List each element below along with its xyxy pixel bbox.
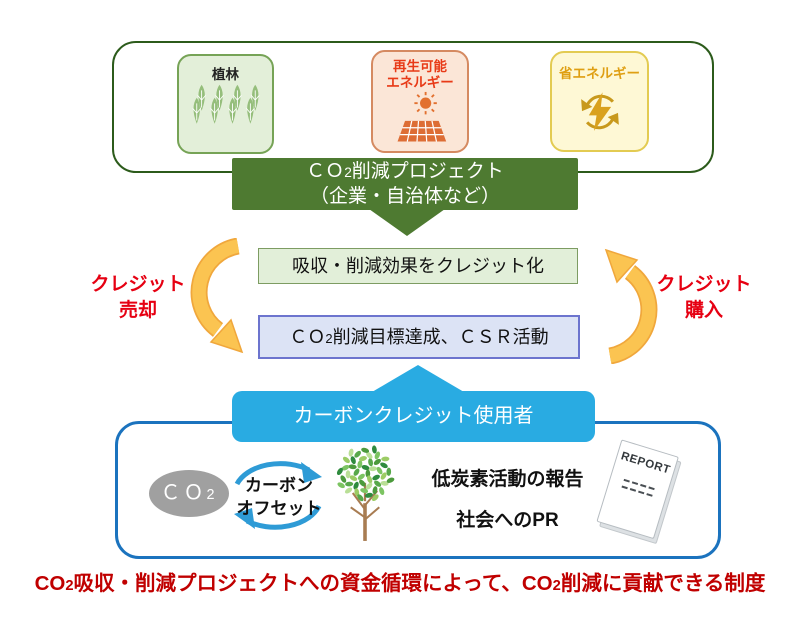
credit-user-banner: カーボンクレジット使用者 [232,391,595,442]
cycle-arrows-icon [234,461,322,530]
credit-sell-arrow-icon [190,238,244,354]
card-afforestation-label: 植林 [212,67,239,82]
project-banner-line2: （企業・自治体など） [309,186,500,207]
solar-panel-sun-icon [397,91,447,142]
project-banner-line1: ＣＯ2削減プロジェクト [306,161,504,182]
trees-icon [191,84,260,124]
co2-goal-csr-box: ＣＯ2削減目標達成、ＣＳＲ活動 [258,315,580,359]
project-banner: ＣＯ2削減プロジェクト （企業・自治体など） [232,158,578,210]
card-energy-saving-label: 省エネルギー [559,66,640,81]
card-renewable-label: 再生可能エネルギー [386,59,454,90]
tree-icon [336,445,395,541]
credit-conversion-box: 吸収・削減効果をクレジット化 [258,248,578,284]
low-carbon-report-text: 低炭素活動の報告 [431,469,584,490]
credit-buy-arrow-icon [604,248,658,364]
co2-ellipse: ＣＯ2 [149,470,229,517]
down-arrow-icon [369,209,445,236]
recycle-bolt-icon [580,92,619,131]
card-afforestation: 植林 [177,54,274,154]
caption-text: CO2吸収・削減プロジェクトへの資金循環によって、CO2削減に貢献できる制度 [34,572,766,595]
credit-sell-label: クレジット売却 [90,274,186,321]
card-energy-saving: 省エネルギー [550,51,649,152]
report-title: REPORT [619,450,672,477]
social-pr-text: 社会へのPR [456,510,559,531]
up-arrow-icon [372,365,464,392]
carbon-offset-label: カーボンオフセット [236,476,322,518]
credit-buy-label: クレジット購入 [656,274,752,321]
card-renewable-energy: 再生可能エネルギー [371,50,469,153]
